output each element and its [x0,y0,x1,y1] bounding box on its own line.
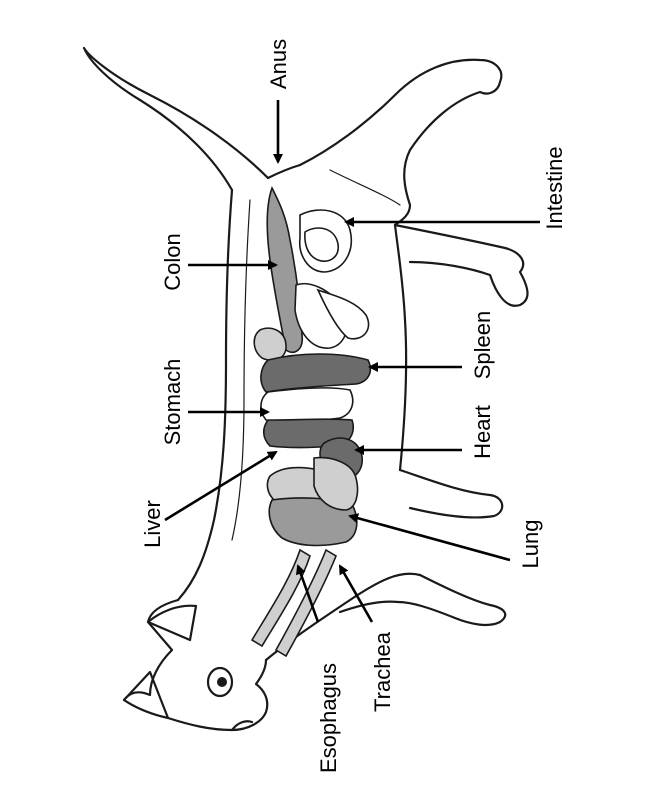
label-spleen: Spleen [470,311,495,380]
stomach-organ [260,387,354,423]
trachea-organ [274,548,337,658]
label-colon: Colon [160,233,185,290]
label-intestine: Intestine [542,146,567,229]
label-anus: Anus [266,39,291,89]
label-esophagus: Esophagus [316,663,341,773]
arrow-liver [164,450,278,522]
label-liver: Liver [140,500,165,548]
colon-organ [266,185,304,354]
pointer-arrows [164,100,540,623]
arrow-lung [348,513,511,562]
arrow-trachea [338,564,374,623]
label-stomach: Stomach [160,359,185,446]
esophagus-organ [250,548,311,648]
label-lung: Lung [518,520,543,569]
intestine-organ [253,209,370,362]
labels: Anus Intestine Colon Spleen Stomach Hear… [140,39,567,773]
arrow-esophagus [295,564,320,623]
label-trachea: Trachea [370,631,395,712]
label-heart: Heart [470,405,495,459]
spleen-organ [260,353,372,393]
